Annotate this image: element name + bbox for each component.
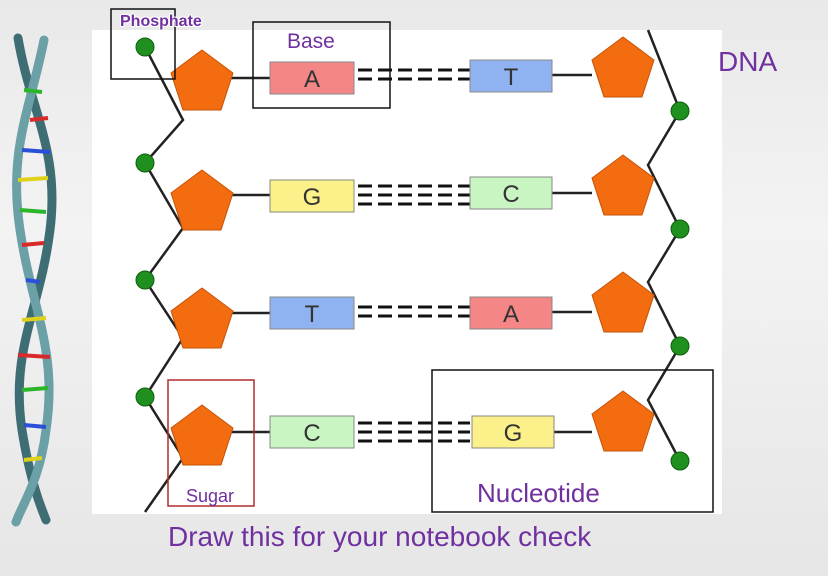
dna-label: DNA [718,46,778,77]
phosphate-circle-icon [670,219,690,239]
left-sugars [170,49,234,466]
base-box [269,61,355,95]
base-box [469,176,553,210]
bases: A T G C T A C G [269,59,555,449]
phosphate-circle-icon [135,270,155,290]
nucleotide-label: Nucleotide [477,478,600,508]
base-letter: C [303,420,320,447]
hydrogen-bonds [358,68,470,443]
base-highlight-box [252,21,391,109]
sugar-pentagon-icon [170,49,234,111]
base-box [471,415,555,449]
instruction-caption: Draw this for your notebook check [168,521,592,552]
sugar-pentagon-icon [591,271,655,333]
sugar-pentagon-icon [591,36,655,98]
base-box [269,296,355,330]
base-box [469,296,553,330]
phosphates [135,37,690,471]
phosphate-circle-icon [135,387,155,407]
sugar-highlight-box [167,379,255,507]
base-box [269,179,355,213]
base-letter: G [303,184,322,211]
base-letter: A [304,66,320,93]
sugar-pentagon-icon [170,169,234,231]
phosphate-circle-icon [670,336,690,356]
sugar-pentagon-icon [170,404,234,466]
phosphate-circle-icon [135,37,155,57]
base-box [469,59,553,93]
base-label: Base [287,30,335,53]
base-letter: T [504,64,519,91]
phosphate-circle-icon [670,451,690,471]
sugar-pentagon-icon [591,154,655,216]
double-helix-icon [11,33,57,527]
base-letter: A [503,301,519,328]
phosphate-highlight-box [110,8,176,80]
right-sugars [591,36,655,452]
base-letter: G [504,420,523,447]
sugar-pentagon-icon [591,390,655,452]
right-backbone-line [646,29,682,462]
phosphate-label: Phosphate [120,13,202,30]
phosphate-circle-icon [670,101,690,121]
nucleotide-highlight-box [431,369,714,513]
sugar-pentagon-icon [170,287,234,349]
base-letter: T [305,301,320,328]
sugar-label: Sugar [186,486,235,506]
base-box [269,415,355,449]
base-letter: C [502,181,519,208]
phosphate-circle-icon [135,153,155,173]
